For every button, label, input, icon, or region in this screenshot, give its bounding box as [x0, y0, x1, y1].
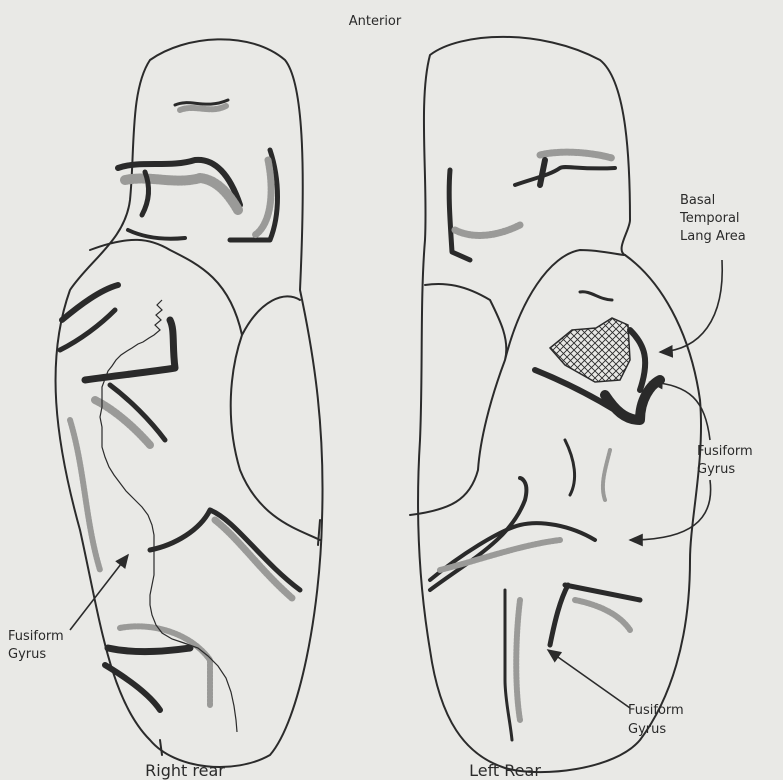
- right-sulcus-13: [318, 520, 320, 545]
- fusiform-mid-arrow-2: [630, 480, 711, 540]
- left-shade-5: [516, 600, 520, 720]
- right-shade-7: [120, 626, 210, 705]
- basal-label-line-2: Temporal: [679, 211, 740, 226]
- left-sulcus-12: [550, 585, 640, 645]
- right-sulcus-10: [150, 510, 300, 590]
- left-sulcus-4: [580, 292, 612, 300]
- basal-label-line-3: Lang Area: [680, 229, 746, 244]
- left-sulcus-2: [540, 160, 545, 185]
- left-shade-3: [603, 450, 610, 500]
- right-sulcus-5: [128, 230, 185, 239]
- right-shade-3: [255, 160, 271, 235]
- left-sulcus-8: [565, 440, 575, 495]
- right-rear-caption: Right rear: [145, 761, 225, 780]
- left-hemisphere: [410, 37, 722, 772]
- right-sulcus-8: [85, 320, 175, 380]
- left-inner-boundary: [410, 250, 625, 515]
- right-sulcus-11: [105, 665, 160, 710]
- right-shade-2: [125, 178, 238, 210]
- right-sulcus-1: [175, 100, 228, 105]
- left-shade-6: [575, 600, 630, 630]
- fusiform-right-label-line-1: Fusiform: [8, 629, 64, 644]
- fusiform-bottom-label-line-2: Gyrus: [628, 722, 666, 737]
- right-sulcus-12: [108, 648, 190, 652]
- left-sulcus-11: [505, 590, 512, 740]
- right-hemisphere: [56, 39, 323, 767]
- fusiform-mid-label-line-1: Fusiform: [697, 444, 753, 459]
- left-rear-caption: Left Rear: [469, 761, 541, 780]
- right-inner-boundary: [90, 240, 320, 540]
- left-shade-2: [455, 225, 520, 235]
- basal-temporal-lang-area: [550, 318, 630, 382]
- right-sulcus-14: [160, 740, 162, 755]
- left-sulcus-5: [630, 330, 645, 390]
- left-sulcus-3: [449, 170, 470, 260]
- right-shade-6: [215, 520, 292, 598]
- fusiform-bottom-arrow: [548, 650, 630, 708]
- right-shade-4: [95, 400, 150, 445]
- left-shade-1: [540, 152, 612, 158]
- left-sulcus-10: [430, 478, 526, 590]
- left-sulcus-1: [515, 167, 615, 185]
- fusiform-mid-label-line-2: Gyrus: [697, 462, 735, 477]
- right-shade-1: [180, 106, 226, 110]
- right-shade-5: [70, 420, 100, 570]
- basal-label-line-1: Basal: [680, 193, 715, 208]
- left-shade-4: [440, 540, 560, 570]
- fusiform-right-label-line-2: Gyrus: [8, 647, 46, 662]
- left-hemisphere-outline: [418, 37, 701, 772]
- left-sulcus-7: [605, 380, 660, 420]
- fusiform-bottom-label-line-1: Fusiform: [628, 703, 684, 718]
- anterior-label: Anterior: [349, 14, 402, 29]
